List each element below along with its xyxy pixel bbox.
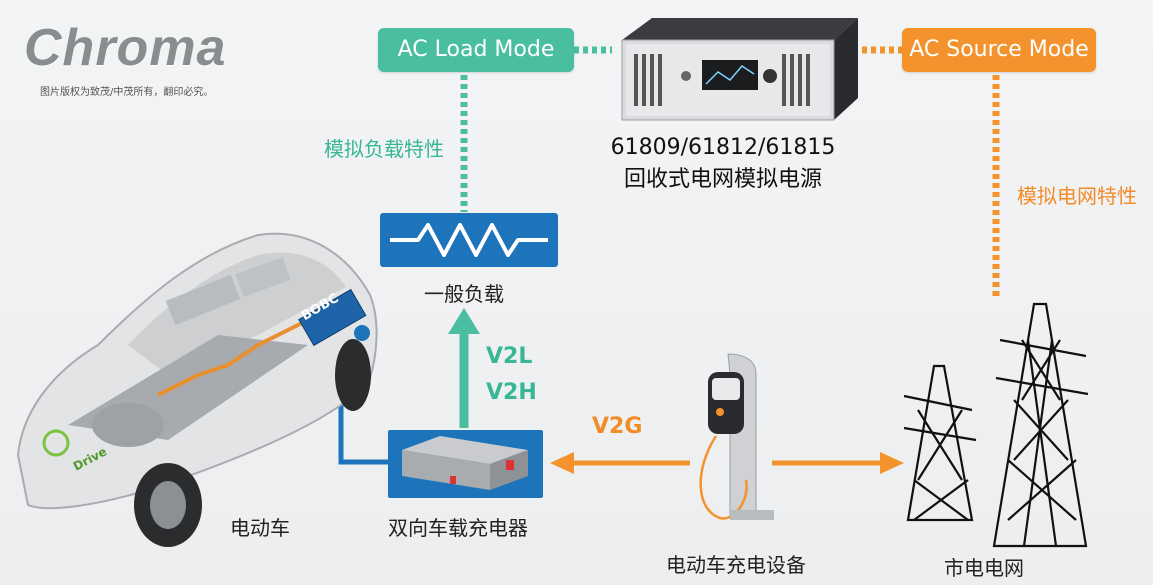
ac-load-mode-button: AC Load Mode (378, 28, 574, 72)
general-load-label: 一般负载 (424, 282, 504, 306)
v2g-arrow-head (550, 452, 574, 474)
grid-characteristic-label: 模拟电网特性 (1017, 184, 1137, 208)
evse-label: 电动车充电设备 (666, 553, 806, 577)
obc-box (388, 430, 543, 498)
power-grid-towers (903, 302, 1089, 548)
load-characteristic-label: 模拟负载特性 (324, 137, 444, 161)
copyright-note: 图片版权为致茂/中茂所有，翻印必究。 (40, 87, 214, 98)
grid-label: 市电电网 (944, 556, 1024, 580)
grid-simulator-image (621, 18, 858, 121)
obc-device-image (402, 436, 528, 490)
equipment-label: 61809/61812/61815 回收式电网模拟电源 (608, 132, 838, 196)
v2g-label: V2G (592, 414, 643, 439)
grid-arrow-head (880, 452, 904, 474)
v2l-label: V2L (486, 344, 533, 369)
electric-vehicle-image (16, 232, 378, 547)
obc-label: 双向车载充电器 (388, 516, 528, 540)
equipment-name: 回收式电网模拟电源 (623, 167, 822, 192)
chroma-logo: Chroma (24, 19, 227, 77)
resistor-icon (390, 223, 548, 257)
ac-source-mode-button: AC Source Mode (902, 28, 1096, 72)
ev-label: 电动车 (230, 516, 290, 540)
v2l-arrow-head (448, 308, 480, 334)
evse-image (699, 353, 774, 520)
equipment-model: 61809/61812/61815 (610, 135, 836, 160)
general-load-box (380, 213, 558, 267)
v2h-label: V2H (486, 380, 537, 405)
